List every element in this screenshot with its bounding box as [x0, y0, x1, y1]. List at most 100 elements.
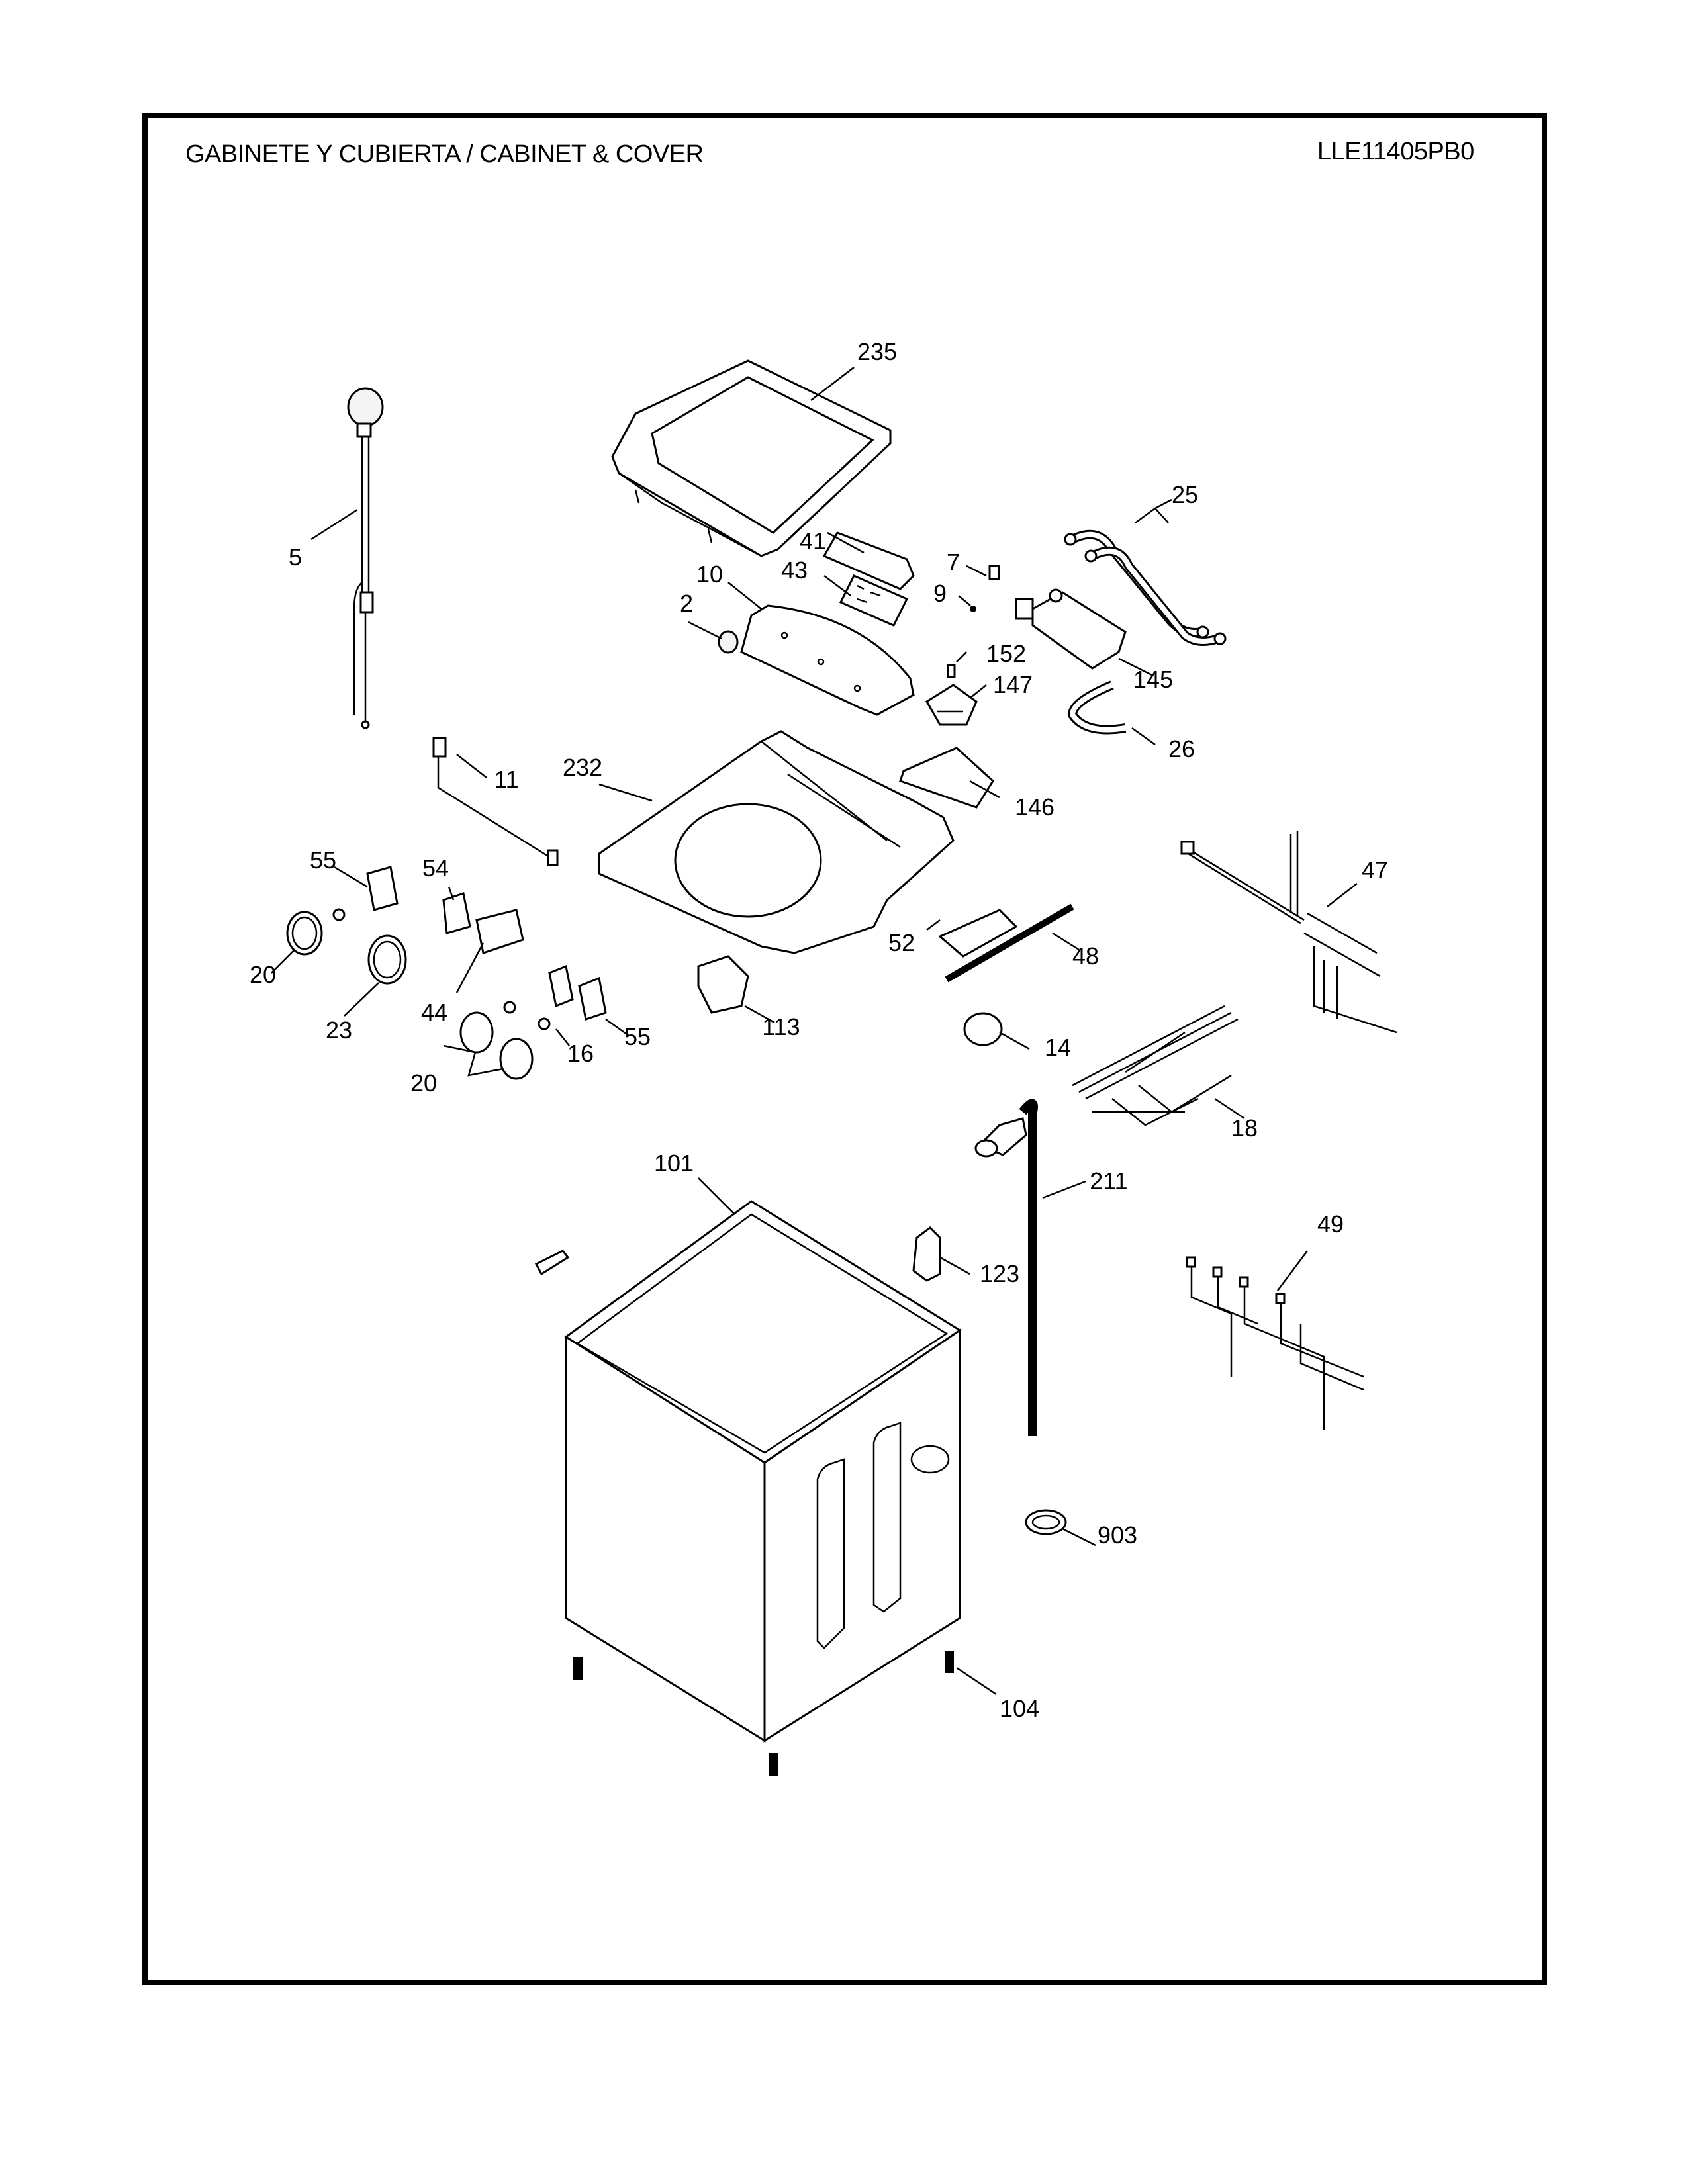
part-113-motor-block	[697, 955, 749, 1014]
part-152-cap	[947, 664, 956, 678]
leader-55b	[605, 1018, 630, 1037]
part-5-power-cord	[347, 387, 384, 729]
part-18-wire-harness	[1072, 1005, 1239, 1126]
callout-55-a: 55	[309, 846, 337, 874]
callout-20-b: 20	[410, 1069, 438, 1097]
callout-18: 18	[1231, 1115, 1258, 1142]
callout-113: 113	[762, 1013, 800, 1040]
callout-52: 52	[888, 929, 915, 956]
leader-147	[969, 684, 987, 699]
leader-145	[1118, 657, 1152, 676]
part-211-drain-hose	[974, 1099, 1038, 1436]
callout-5: 5	[288, 543, 303, 570]
part-11-harness	[432, 737, 559, 866]
leader-43	[823, 575, 851, 596]
callout-152: 152	[986, 640, 1027, 667]
leader-11	[456, 754, 487, 778]
leader-44	[455, 942, 485, 993]
part-104-leveling-legs	[573, 1651, 954, 1776]
diagram-title: GABINETE Y CUBIERTA / CABINET & COVER	[185, 140, 704, 168]
part-101-cabinet	[564, 1200, 962, 1743]
model-number: LLE11405PB0	[1317, 138, 1474, 165]
leader-23	[344, 982, 379, 1017]
callout-211: 211	[1090, 1167, 1128, 1195]
leader-235	[810, 367, 855, 401]
leader-48	[1052, 932, 1080, 951]
callout-235: 235	[857, 338, 898, 365]
part-235-top-lid	[611, 359, 892, 557]
part-47-wire-harness	[1180, 831, 1397, 1034]
leader-16	[555, 1028, 570, 1046]
leader-18	[1214, 1097, 1245, 1120]
part-147-detergent-cup	[925, 684, 978, 726]
leader-47	[1327, 883, 1358, 907]
leader-104	[956, 1666, 997, 1696]
leader-49	[1277, 1250, 1308, 1291]
callout-26: 26	[1168, 735, 1196, 762]
part-16-clip-b	[503, 1001, 516, 1014]
leader-146	[969, 780, 1000, 799]
callout-47: 47	[1361, 856, 1389, 884]
leader-41	[827, 531, 865, 554]
part-2-knob	[718, 630, 739, 654]
part-7-lock-switch	[988, 565, 1000, 580]
callout-146: 146	[1014, 794, 1055, 821]
part-25-inlet-hoses	[1064, 529, 1227, 646]
part-52-bracket	[938, 909, 1018, 958]
leader-9	[958, 595, 971, 606]
part-43-pcb	[839, 574, 909, 627]
callout-23: 23	[325, 1017, 353, 1044]
callout-104: 104	[999, 1695, 1040, 1722]
callout-123: 123	[979, 1260, 1020, 1287]
callout-16: 16	[567, 1040, 594, 1067]
leader-52	[926, 919, 941, 931]
leader-903	[1062, 1527, 1096, 1547]
part-146-dispenser-drawer	[899, 747, 994, 809]
leader-232	[598, 783, 653, 802]
leader-26	[1131, 727, 1156, 746]
callout-9: 9	[933, 580, 947, 607]
callout-55-b: 55	[624, 1023, 651, 1050]
part-55-switch-b	[548, 964, 574, 1008]
callout-54: 54	[422, 854, 449, 882]
callout-25: 25	[1171, 481, 1199, 508]
callout-101: 101	[653, 1150, 694, 1177]
callout-7: 7	[946, 549, 961, 576]
callout-20-a: 20	[249, 961, 277, 988]
part-903-grommet	[1025, 1509, 1067, 1535]
part-232-top-frame	[598, 730, 955, 954]
part-20-knob-c	[499, 1038, 534, 1080]
callout-41: 41	[799, 527, 827, 555]
part-hinge-cap	[534, 1250, 570, 1276]
callout-10: 10	[696, 561, 724, 588]
leader-123	[939, 1256, 970, 1275]
callout-2: 2	[679, 590, 694, 617]
leader-211	[1042, 1180, 1086, 1199]
part-20-knob-b	[459, 1011, 494, 1054]
leader-20a	[271, 949, 295, 974]
callout-14: 14	[1044, 1034, 1072, 1061]
leader-20b	[443, 1044, 504, 1077]
part-14-pressure-switch	[963, 1012, 1003, 1046]
callout-48: 48	[1072, 942, 1100, 970]
leader-10	[727, 582, 762, 610]
part-9-fastener	[970, 606, 976, 612]
leader-2	[688, 621, 722, 640]
callout-43: 43	[780, 557, 808, 584]
part-54-switch	[442, 892, 471, 934]
part-16-clip-a	[332, 908, 346, 921]
callout-44: 44	[420, 999, 448, 1026]
callout-147: 147	[992, 671, 1033, 698]
leader-25	[1135, 498, 1172, 524]
part-44-switch-block	[475, 909, 524, 954]
callout-11: 11	[494, 766, 519, 793]
leader-113	[744, 1005, 775, 1024]
part-41-display-board	[822, 531, 915, 590]
callout-49: 49	[1317, 1210, 1344, 1238]
diagram-frame	[142, 113, 1547, 1985]
leader-7	[966, 565, 987, 577]
callout-145: 145	[1133, 666, 1174, 693]
callout-232: 232	[562, 754, 603, 781]
part-10-control-panel	[740, 604, 915, 716]
